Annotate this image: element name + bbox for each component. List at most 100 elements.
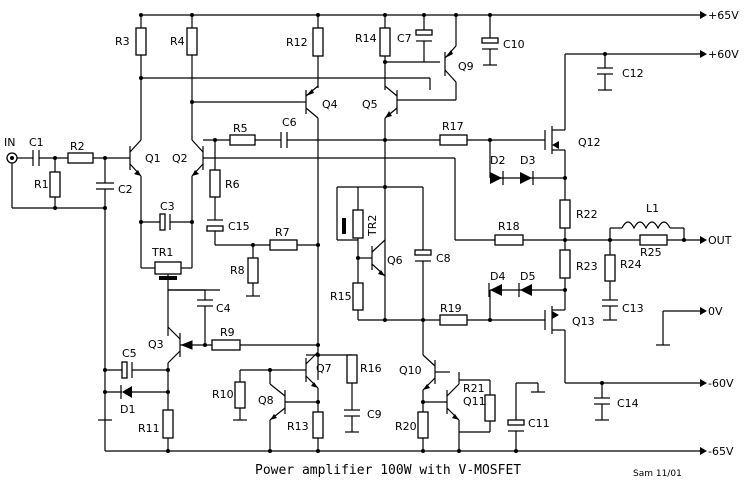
r14-label: R14 (355, 32, 377, 45)
d2-label: D2 (490, 154, 505, 167)
r2-label: R2 (70, 140, 85, 153)
q1-label: Q1 (145, 152, 161, 165)
component-labels: IN C1 R2 R1 C2 Q1 Q2 R3 R4 C3 TR1 R5 C6 … (4, 32, 662, 435)
r15-resistor (352, 282, 364, 311)
q2-label: Q2 (172, 152, 188, 165)
c12-label: C12 (622, 67, 644, 80)
q5-label: Q5 (362, 98, 378, 111)
r8-resistor (247, 257, 259, 284)
c11-label: C11 (528, 417, 550, 430)
tr1-label: TR1 (151, 246, 173, 259)
r5-label: R5 (233, 122, 248, 135)
c5-label: C5 (122, 347, 137, 360)
r7-resistor (269, 239, 298, 251)
q10-label: Q10 (399, 364, 422, 377)
d3-diode (520, 172, 532, 184)
m60-label: -60V (708, 377, 734, 390)
c9-label: C9 (367, 408, 382, 421)
m65-label: -65V (708, 445, 734, 458)
r10-resistor (234, 381, 246, 409)
lower-stage (233, 320, 545, 453)
r6-resistor (209, 169, 221, 198)
l1-label: L1 (646, 202, 659, 215)
r15-label: R15 (330, 290, 352, 303)
r16-label: R16 (360, 362, 382, 375)
q12-label: Q12 (578, 136, 601, 149)
q11-label: Q11 (463, 395, 486, 408)
r2-resistor (67, 152, 94, 164)
c2-label: C2 (118, 183, 133, 196)
d4-diode (490, 284, 502, 296)
d5-diode (520, 284, 532, 296)
r14-resistor (379, 27, 391, 57)
schematic-title: Power amplifier 100W with V-MOSFET (255, 463, 521, 478)
r20-label: R20 (395, 420, 417, 433)
out-label: OUT (708, 234, 732, 247)
r23-label: R23 (576, 260, 598, 273)
q4-label: Q4 (322, 98, 338, 111)
r18-label: R18 (498, 220, 520, 233)
tr2-label: TR2 (366, 215, 379, 237)
c3-capacitor (159, 213, 166, 231)
d5-label: D5 (520, 270, 535, 283)
differential-pair (129, 13, 456, 297)
r21-resistor (484, 394, 496, 422)
d3-label: D3 (520, 154, 535, 167)
r16-resistor (346, 354, 358, 384)
c8-label: C8 (436, 252, 451, 265)
r5-resistor (229, 134, 256, 146)
r4-resistor (186, 27, 198, 56)
c6-label: C6 (282, 116, 297, 129)
r7-label: R7 (275, 226, 290, 239)
l1-inductor (621, 221, 671, 230)
c7-label: C7 (397, 32, 412, 45)
output-stage (488, 52, 707, 421)
r13-label: R13 (287, 420, 309, 433)
p65-label: +65V (708, 9, 739, 22)
rail-labels: +65V +60V OUT 0V -60V -65V (708, 9, 739, 458)
author-signature: Sam 11/01 (633, 469, 682, 479)
q9-label: Q9 (458, 60, 474, 73)
d1-diode (122, 386, 132, 398)
r1-label: R1 (34, 178, 49, 191)
c10-capacitor (481, 37, 499, 44)
c13-label: C13 (622, 302, 644, 315)
c7-capacitor (415, 29, 433, 36)
q6-label: Q6 (387, 254, 403, 267)
r19-resistor (439, 314, 468, 326)
r11-label: R11 (138, 422, 160, 435)
power-rails (105, 11, 707, 455)
r25-resistor (639, 234, 668, 246)
r12-label: R12 (286, 36, 308, 49)
r3-label: R3 (115, 35, 130, 48)
r12-resistor (312, 27, 324, 57)
in-label: IN (4, 136, 15, 149)
d2-diode (490, 172, 502, 184)
tr2-trimmer[interactable] (352, 209, 364, 239)
r9-resistor (211, 339, 241, 351)
r20-resistor (417, 411, 429, 439)
c11-capacitor (507, 419, 525, 426)
r23-resistor (559, 249, 571, 279)
r8-label: R8 (230, 264, 245, 277)
r4-label: R4 (170, 35, 185, 48)
r18-resistor (494, 234, 524, 246)
r11-resistor (162, 409, 174, 439)
q13-label: Q13 (572, 315, 595, 328)
p60-label: +60V (708, 48, 739, 61)
tr1-trimmer[interactable] (154, 261, 182, 275)
current-source (98, 289, 320, 453)
d4-label: D4 (490, 270, 505, 283)
r22-resistor (559, 199, 571, 229)
r1-resistor (49, 171, 61, 198)
c10-label: C10 (503, 38, 525, 51)
r17-label: R17 (442, 120, 464, 133)
r22-label: R22 (576, 208, 598, 221)
input-stage (6, 150, 130, 451)
c15-label: C15 (228, 220, 250, 233)
c4-label: C4 (216, 302, 231, 315)
q7-label: Q7 (316, 362, 332, 375)
c5-capacitor (121, 361, 128, 379)
c1-label: C1 (29, 136, 44, 149)
